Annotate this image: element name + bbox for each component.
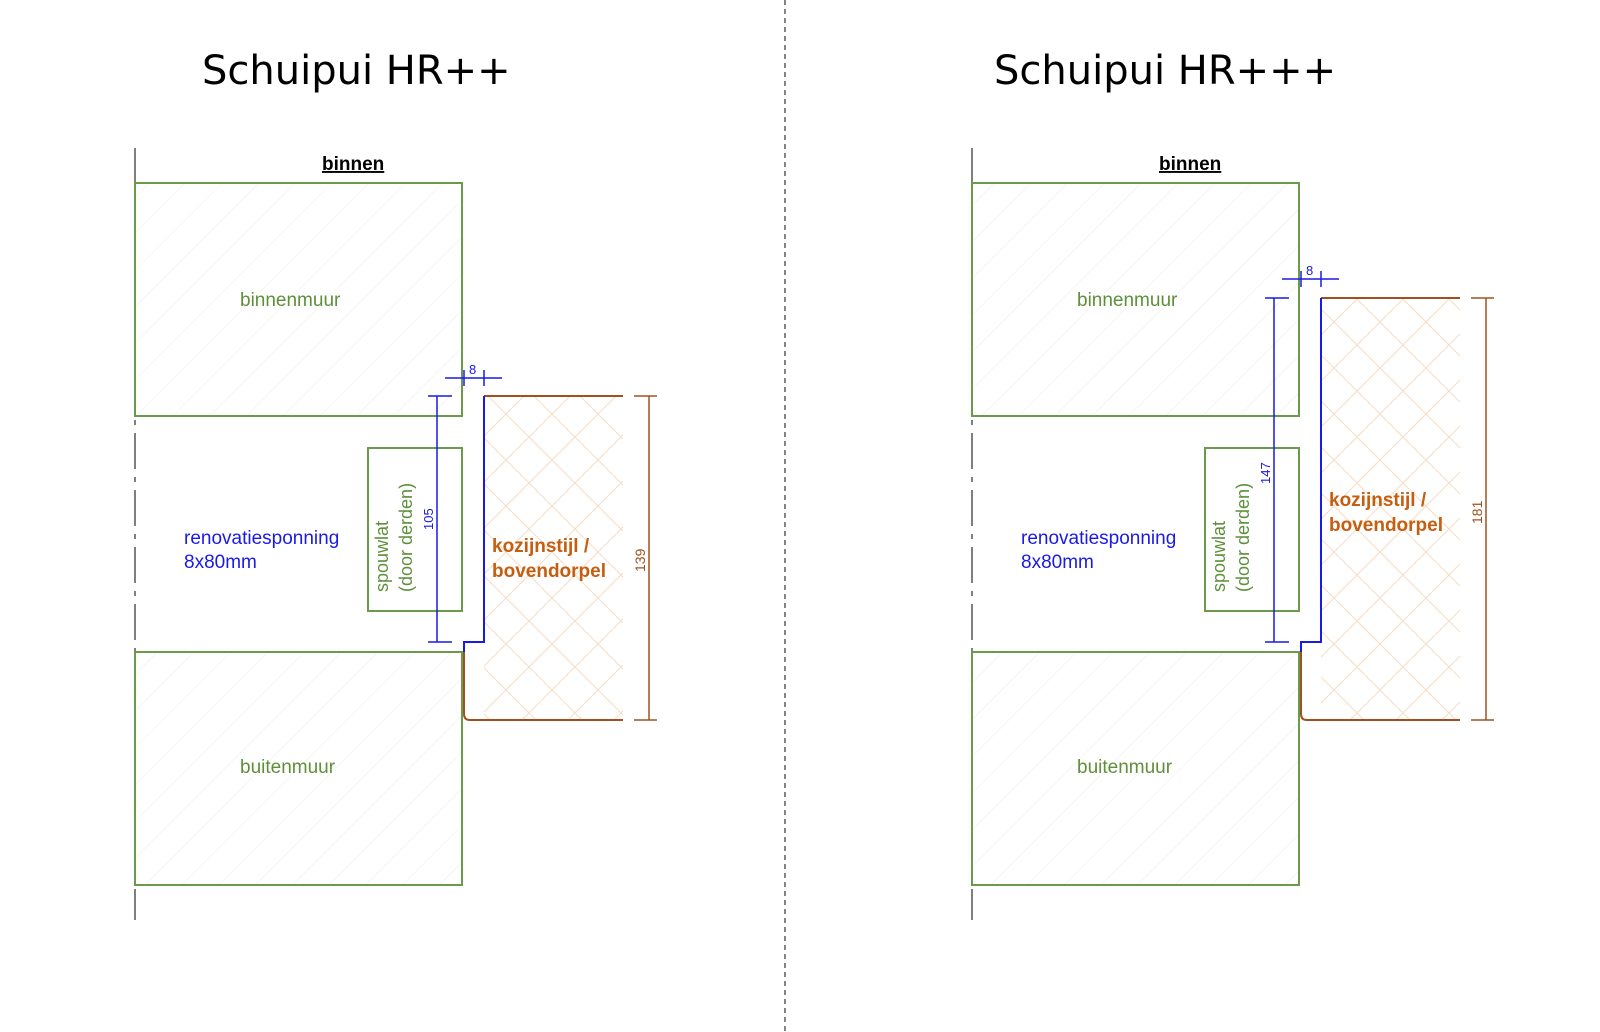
outer-wall-label: buitenmuur: [1077, 757, 1173, 778]
frame-height-dimension: 139: [632, 395, 657, 721]
cavity-lath: [1204, 447, 1300, 612]
lath-label-line1: spouwlat: [372, 521, 392, 592]
rebate-label-line1: renovatiesponning: [184, 528, 339, 549]
panel-title: Schuipui HR++: [202, 48, 511, 94]
gap-dimension-value: 8: [1306, 263, 1313, 278]
gap-dimension-value: 8: [469, 362, 476, 377]
lath-label-line2: (door derden): [1233, 483, 1253, 592]
frame-outline: [1300, 297, 1460, 721]
frame-label-line2: bovendorpel: [1329, 515, 1443, 536]
outer-wall-label: buitenmuur: [240, 757, 336, 778]
inner-wall-label: binnenmuur: [240, 290, 341, 311]
frame-label-line1: kozijnstijl /: [492, 536, 590, 557]
window-frame-section: [484, 396, 623, 720]
profile-height-value: 147: [1258, 462, 1273, 484]
frame-outline: [463, 395, 623, 721]
interior-side-label: binnen: [1159, 154, 1221, 175]
frame-profile-line: [1300, 298, 1322, 652]
frame-profile-line: [463, 396, 485, 652]
cavity-lath: [367, 447, 463, 612]
interior-side-label: binnen: [322, 154, 384, 175]
profile-height-dimension: 105: [421, 395, 452, 643]
rebate-label-line2: 8x80mm: [1021, 552, 1094, 573]
frame-height-value: 181: [1469, 500, 1485, 524]
inner-wall-label: binnenmuur: [1077, 290, 1178, 311]
window-frame-section: [1321, 298, 1460, 720]
lath-label-line2: (door derden): [396, 483, 416, 592]
panel-hr-plus-plus-plus: Schuipui HR+++ binnen binnenmuur buitenm…: [971, 48, 1494, 920]
gap-dimension: 8: [1282, 263, 1339, 287]
inner-wall: [134, 182, 463, 417]
frame-height-value: 139: [632, 548, 648, 572]
frame-label-line1: kozijnstijl /: [1329, 490, 1427, 511]
outer-wall: [971, 651, 1300, 886]
lath-label-line1: spouwlat: [1209, 521, 1229, 592]
frame-height-dimension: 181: [1469, 297, 1494, 721]
profile-height-dimension: 147: [1258, 297, 1289, 643]
outer-wall: [134, 651, 463, 886]
rebate-label-line1: renovatiesponning: [1021, 528, 1176, 549]
inner-wall: [971, 182, 1300, 417]
frame-label-line2: bovendorpel: [492, 561, 606, 582]
panel-hr-plus-plus: Schuipui HR++ binnen binnenmuur buitenmu…: [134, 48, 657, 920]
gap-dimension: 8: [445, 362, 502, 386]
profile-height-value: 105: [421, 508, 436, 530]
panel-title: Schuipui HR+++: [994, 48, 1336, 94]
rebate-label-line2: 8x80mm: [184, 552, 257, 573]
